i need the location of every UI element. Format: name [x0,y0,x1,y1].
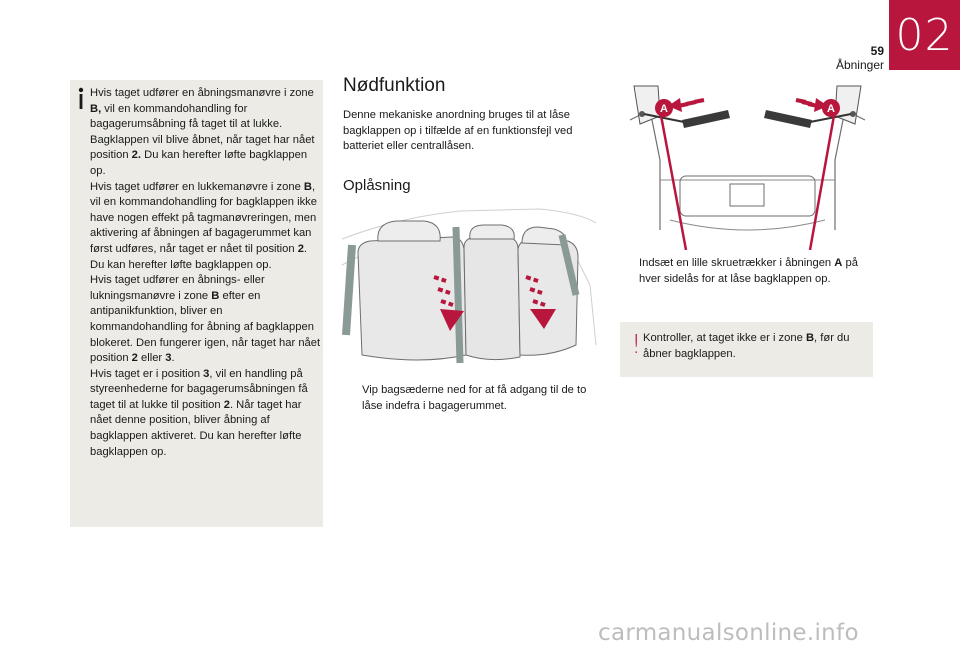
callout-label-a: A [660,103,668,115]
warning-box [620,322,873,377]
warning-icon: ! [631,330,642,360]
rear-seat-illustration [340,205,598,377]
chapter-tab[interactable]: 02 [889,0,960,70]
info-paragraph: Hvis taget udfører en åbnings- eller luk… [90,274,321,365]
page-number: 59 [870,44,884,58]
tailgate-lock-illustration: A A [620,80,875,250]
watermark: carmanualsonline.info [598,620,859,646]
info-paragraph: Hvis taget udfører en åbningsmanøvre i z… [90,87,315,177]
step-insert-screwdriver: Indsæt en lille skruetrækker i åbningen … [620,256,875,287]
info-box [70,80,323,527]
subsection-title: Oplåsning [343,177,411,194]
info-text: Hvis taget udfører en åbningsmanøvre i z… [90,86,322,460]
info-paragraph: Hvis taget er i position 3, vil en handl… [90,367,308,458]
step-fold-seats: Vip bagsæderne ned for at få adgang til … [343,383,598,414]
step-text: Indsæt en lille skruetrækker i åbningen … [639,257,858,285]
warning-text: Kontroller, at taget ikke er i zone B, f… [643,332,850,360]
info-icon [78,87,84,109]
callout-label-a: A [827,103,835,115]
chapter-title: Åbninger [835,58,884,72]
info-paragraph: Hvis taget udfører en lukkemanøvre i zon… [90,180,318,271]
section-title: Nødfunktion [343,75,446,96]
intro-text: Denne mekaniske anordning bruges til at … [343,109,573,152]
step-text: Vip bagsæderne ned for at få adgang til … [362,384,587,412]
